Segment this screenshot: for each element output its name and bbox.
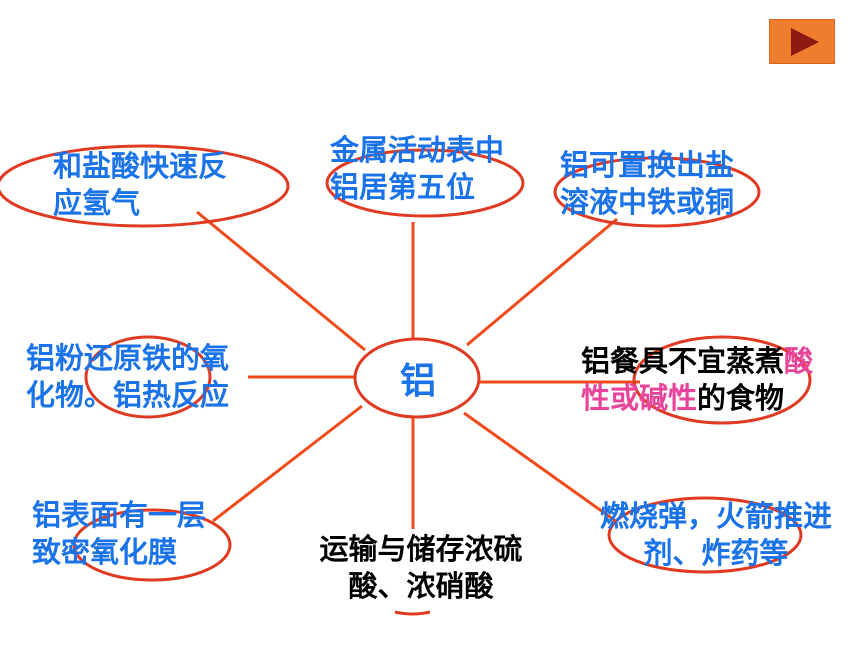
node-oxide-line2: 致密氧化膜 (32, 535, 178, 569)
node-oxide-line1: 铝表面有一层 (32, 498, 207, 532)
node-displace-line1: 铝可置换出盐 (560, 148, 735, 182)
node-thermite: 铝粉还原铁的氧 化物。铝热反应 (26, 340, 229, 414)
node-transport-line1: 运输与储存浓硫 (319, 532, 523, 566)
ellipse-displace (553, 156, 761, 228)
spoke-oxide (212, 404, 363, 523)
utensil-text-food: 的食物 (697, 381, 785, 415)
ellipse-weapons (607, 496, 803, 574)
node-hcl: 和盐酸快速反 应氢气 (53, 148, 227, 222)
node-utensil-line1: 铝餐具不宜蒸煮酸 (581, 343, 813, 380)
center-label: 铝 (399, 361, 436, 402)
play-button[interactable] (769, 19, 835, 64)
ellipse-utensil (632, 335, 812, 425)
utensil-text-acid: 酸 (784, 344, 814, 378)
ellipse-hcl (0, 144, 290, 228)
node-activity-line1: 金属活动表中 (330, 133, 505, 167)
node-activity-line2: 铝居第五位 (330, 170, 476, 204)
node-weapons-line1: 燃烧弹，火箭推进 (599, 499, 832, 533)
spoke-hcl (196, 210, 366, 352)
utensil-text-acid-base: 性或碱性 (581, 381, 698, 415)
spoke-displace (466, 217, 618, 347)
node-transport: 运输与储存浓硫 酸、浓硝酸 (303, 531, 539, 605)
ellipse-thermite (84, 335, 212, 419)
node-hcl-line2: 应氢气 (53, 186, 141, 220)
node-activity: 金属活动表中 铝居第五位 (330, 132, 504, 206)
node-thermite-line1: 铝粉还原铁的氧 (26, 341, 230, 375)
node-utensil-line2: 性或碱性的食物 (581, 380, 813, 417)
ellipse-transport-arc (394, 610, 431, 616)
node-thermite-line2: 化物。铝热反应 (26, 378, 230, 412)
spoke-weapons (463, 411, 618, 524)
utensil-text-1: 铝餐具不宜蒸煮 (581, 344, 785, 378)
node-weapons: 燃烧弹，火箭推进 剂、炸药等 (582, 498, 850, 572)
node-displace: 铝可置换出盐 溶液中铁或铜 (560, 147, 734, 221)
node-oxide: 铝表面有一层 致密氧化膜 (32, 497, 206, 571)
node-utensil: 铝餐具不宜蒸煮酸 性或碱性的食物 (581, 343, 813, 417)
play-icon (791, 27, 819, 56)
ellipse-activity (325, 148, 525, 218)
node-hcl-line1: 和盐酸快速反 (53, 149, 228, 183)
ellipse-oxide (72, 508, 232, 582)
center-ellipse (353, 337, 481, 419)
node-displace-line2: 溶液中铁或铜 (560, 185, 735, 219)
node-weapons-line2: 剂、炸药等 (643, 536, 789, 570)
node-transport-line2: 酸、浓硝酸 (348, 569, 494, 603)
